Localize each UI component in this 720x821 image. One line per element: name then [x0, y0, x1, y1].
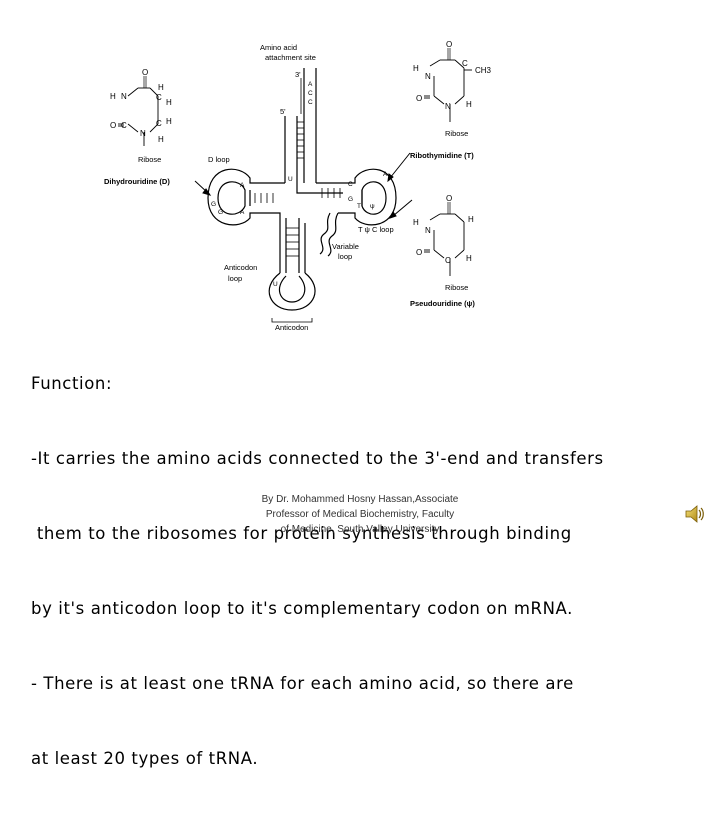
trna-diagram: A C C 3' 5' Amino acid attachment site	[104, 40, 492, 332]
svg-text:C: C	[445, 256, 451, 265]
author-credit: By Dr. Mohammed Hosny Hassan,Associate P…	[240, 492, 480, 537]
svg-text:H: H	[158, 83, 164, 92]
anticodon-loop-label-2: loop	[228, 274, 242, 283]
d-arm-g2: G	[218, 209, 223, 216]
d-arm-g1: G	[211, 201, 216, 208]
function-line-5: at least 20 types of tRNA.	[31, 749, 259, 768]
t-arm-t: T	[357, 203, 361, 210]
anticodon-loop-label: Anticodon	[224, 263, 257, 272]
acceptor-stem	[284, 68, 317, 183]
ribothymidine-ribose-label: Ribose	[445, 129, 468, 138]
amino-acid-attachment-label-2: attachment site	[265, 53, 316, 62]
t-arm-psi: ψ	[370, 203, 375, 210]
d-arm-base-pairs	[254, 193, 274, 203]
svg-text:O: O	[446, 194, 452, 203]
speaker-icon[interactable]	[683, 502, 707, 526]
pseudouridine-structure: O H N H O C H Ribose Pseudouridine (ψ)	[410, 194, 475, 308]
pseudouridine-label: Pseudouridine (ψ)	[410, 299, 475, 308]
anticodon-u: U	[273, 281, 278, 288]
svg-text:O: O	[110, 121, 116, 130]
svg-text:H: H	[110, 92, 116, 101]
svg-text:C: C	[121, 121, 127, 130]
svg-text:O: O	[446, 40, 452, 49]
svg-text:C: C	[156, 119, 162, 128]
svg-text:H: H	[158, 135, 164, 144]
d-arm-a1: A	[240, 182, 245, 189]
d-arm-a2: A	[240, 209, 245, 216]
pointer-arrows	[194, 152, 413, 219]
variable-loop-label-2: loop	[338, 252, 352, 261]
svg-text:H: H	[413, 64, 419, 73]
dihydrouridine-ribose-label: Ribose	[138, 155, 161, 164]
svg-text:H: H	[468, 215, 474, 224]
svg-text:CH3: CH3	[475, 66, 492, 75]
credit-line-2: Professor of Medical Biochemistry, Facul…	[265, 509, 455, 520]
t-arm-g: G	[348, 196, 353, 203]
t-psi-c-loop-label: T ψ C loop	[358, 225, 394, 234]
t-arm-base-pairs	[321, 188, 341, 198]
acceptor-nucleotide-c2: C	[308, 99, 313, 106]
svg-text:C: C	[156, 93, 162, 102]
svg-text:O: O	[416, 94, 422, 103]
five-prime-label: 5'	[280, 107, 286, 116]
slide: A C C 3' 5' Amino acid attachment site	[31, 40, 707, 768]
function-line-1: -It carries the amino acids connected to…	[31, 449, 604, 468]
function-line-4: - There is at least one tRNA for each am…	[31, 674, 574, 693]
svg-text:N: N	[425, 226, 431, 235]
ribothymidine-structure: O H N C CH3 O N H Ribose Ribothymidine (…	[410, 40, 492, 160]
anticodon-label: Anticodon	[275, 323, 308, 332]
ribothymidine-label: Ribothymidine (T)	[410, 151, 474, 160]
d-loop-label: D loop	[208, 155, 230, 164]
t-arm-c: C	[348, 181, 353, 188]
anticodon-bracket	[271, 318, 313, 323]
svg-text:H: H	[466, 254, 472, 263]
svg-text:O: O	[142, 68, 148, 77]
dihydrouridine-label: Dihydrouridine (D)	[104, 177, 170, 186]
pseudouridine-ribose-label: Ribose	[445, 283, 468, 292]
trna-arms	[207, 168, 397, 311]
svg-text:N: N	[121, 92, 127, 101]
acceptor-base-pairs	[297, 121, 304, 159]
svg-text:O: O	[416, 248, 422, 257]
function-text: Function: -It carries the amino acids co…	[31, 321, 691, 821]
svg-text:N: N	[425, 72, 431, 81]
svg-text:H: H	[166, 117, 172, 126]
amino-acid-attachment-label: Amino acid	[260, 43, 297, 52]
acceptor-nucleotide-a: A	[308, 81, 313, 88]
acceptor-nucleotide-c1: C	[308, 90, 313, 97]
svg-text:H: H	[166, 98, 172, 107]
svg-text:H: H	[413, 218, 419, 227]
dihydrouridine-structure: O H N O C N H C H C H H Ribose Dihydrour…	[104, 68, 172, 186]
credit-line-3: of Medicine, South Valley University	[280, 524, 440, 535]
function-line-3: by it's anticodon loop to it's complemen…	[31, 599, 573, 618]
anticodon-base-pairs	[286, 227, 299, 257]
three-prime-label: 3'	[295, 70, 301, 79]
svg-text:C: C	[462, 59, 468, 68]
svg-text:N: N	[445, 102, 451, 111]
svg-text:H: H	[466, 100, 472, 109]
function-heading: Function:	[31, 374, 113, 393]
variable-loop-label: Variable	[332, 242, 359, 251]
d-arm-u: U	[288, 176, 293, 183]
function-line-2: them to the ribosomes for protein synthe…	[31, 524, 572, 543]
t-arm-a: A	[383, 171, 388, 178]
credit-line-1: By Dr. Mohammed Hosny Hassan,Associate	[261, 494, 459, 505]
svg-text:N: N	[140, 129, 146, 138]
